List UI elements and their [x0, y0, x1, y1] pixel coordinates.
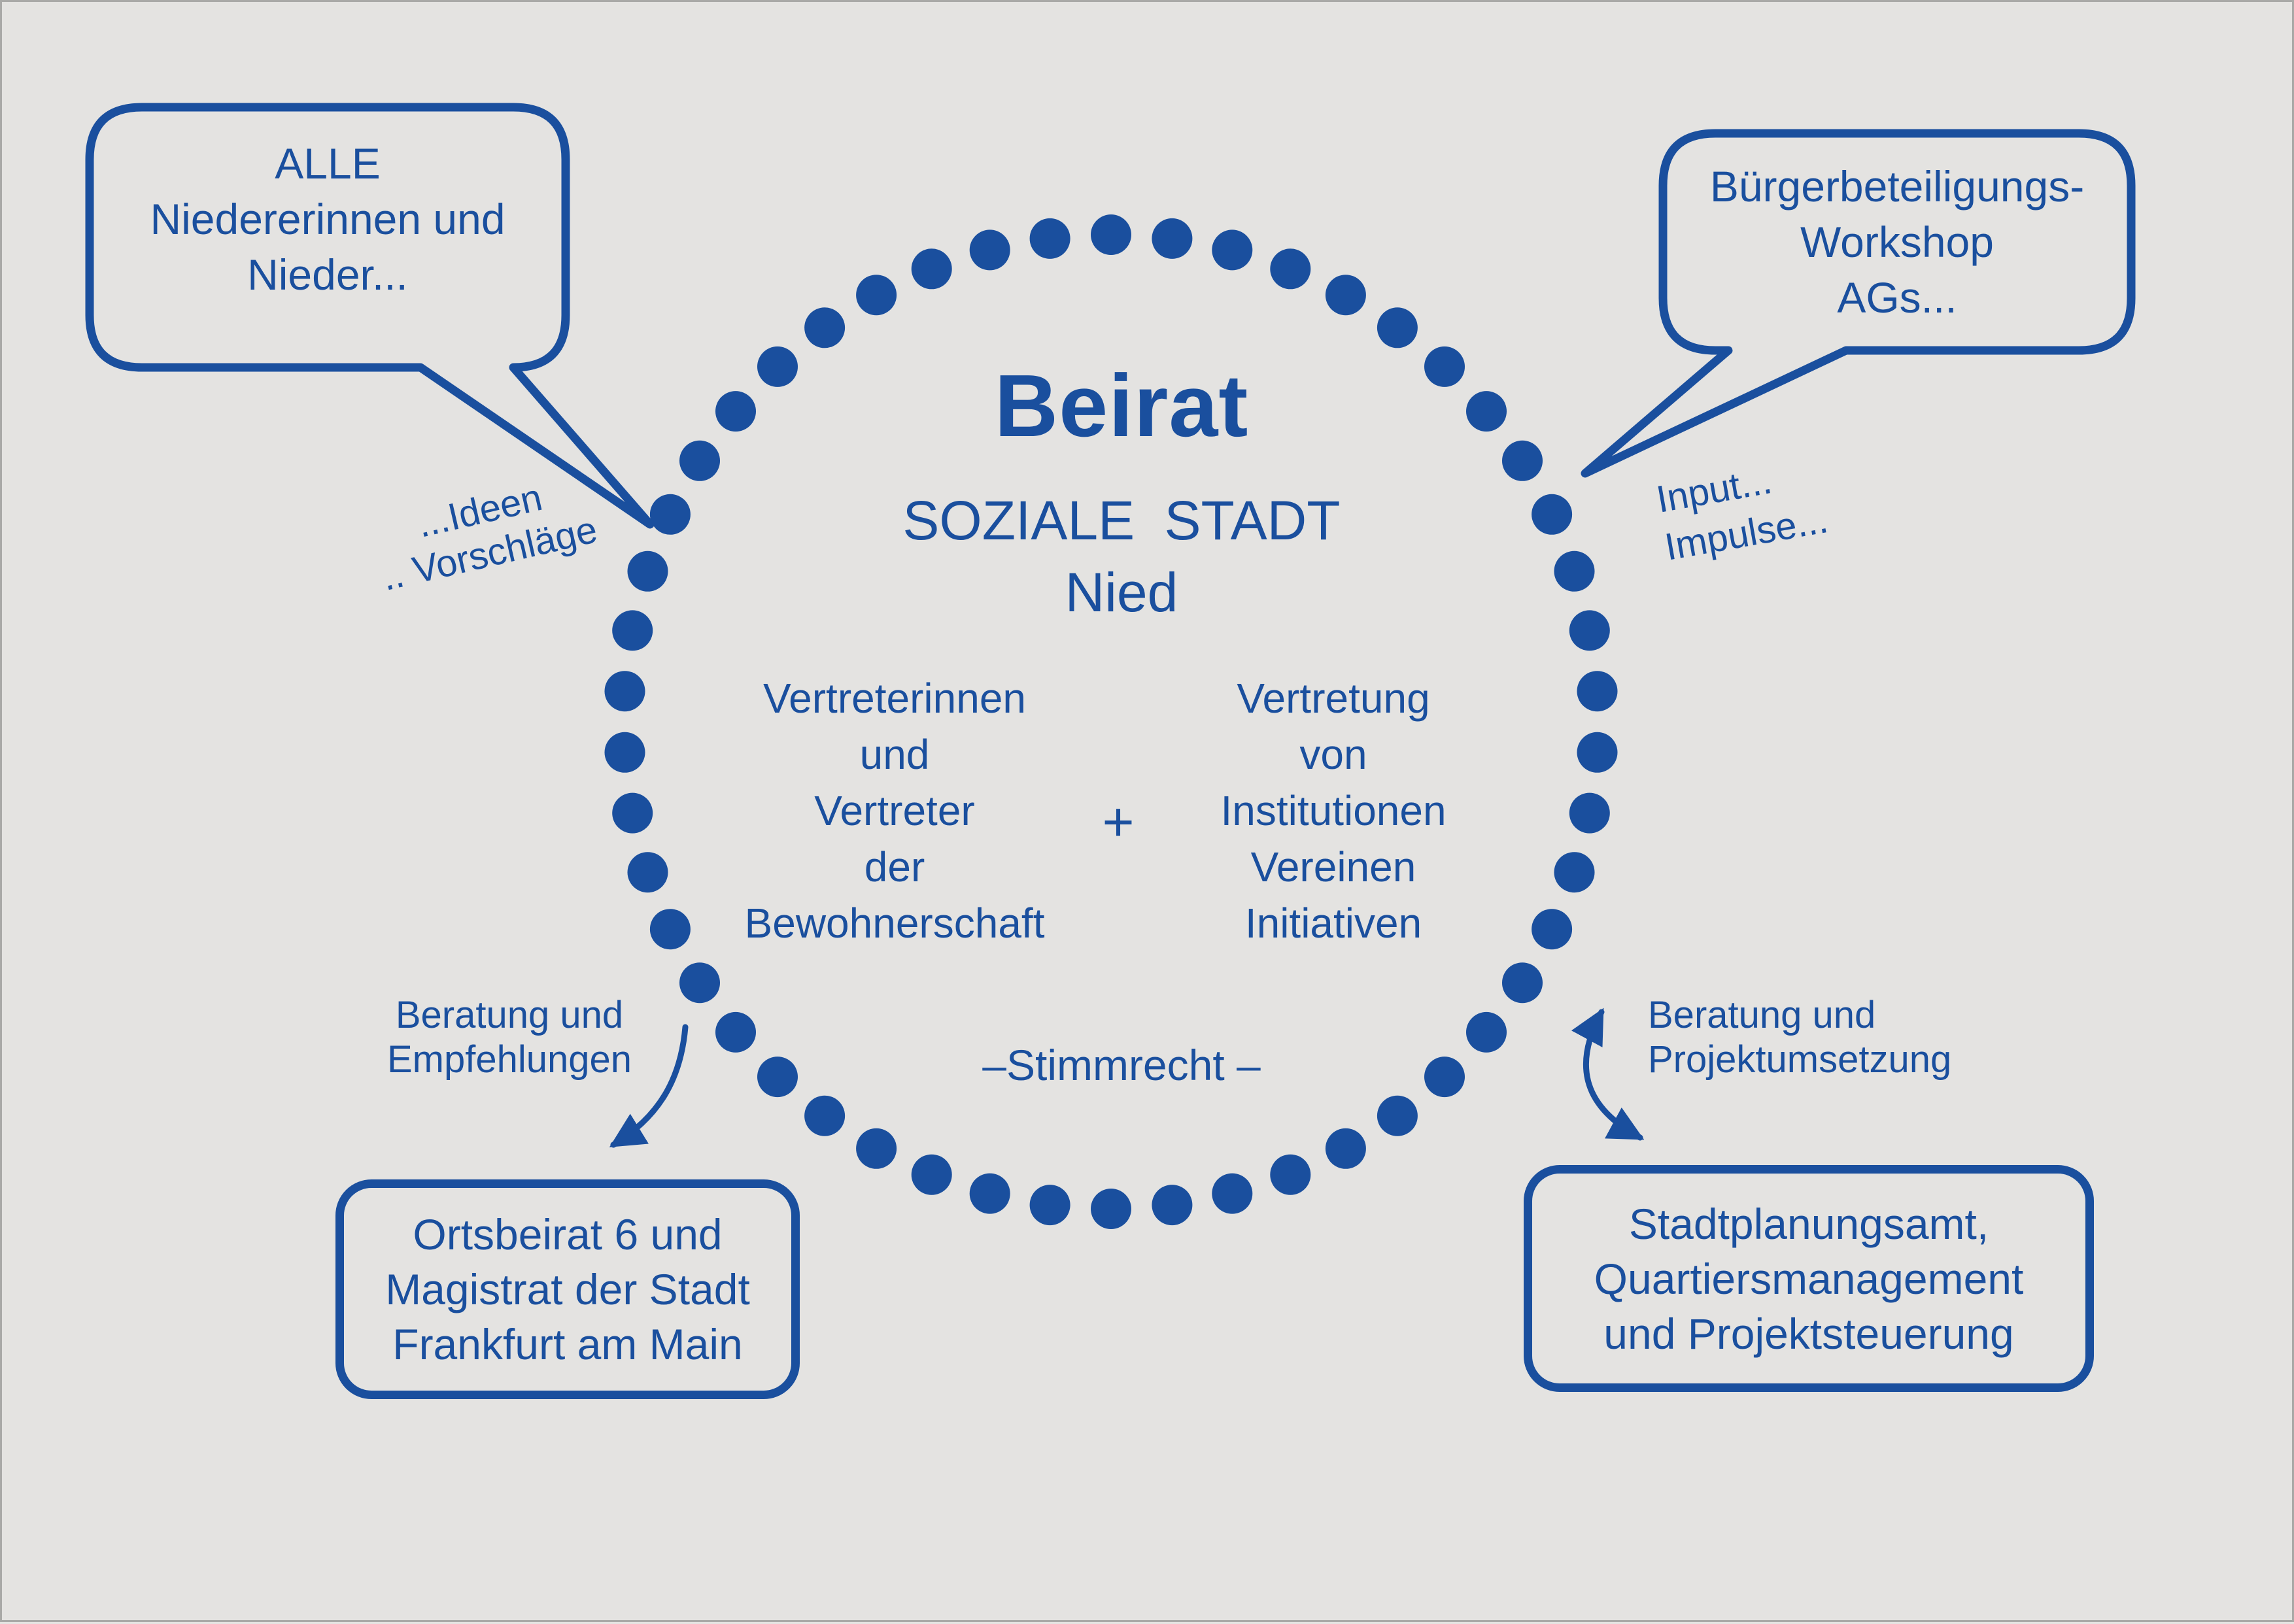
dot — [1532, 909, 1573, 950]
dot — [1029, 218, 1070, 259]
dot — [856, 1128, 897, 1169]
dot — [856, 275, 897, 316]
speech-bubble-top-right-text: Bürgerbeteiligungs- Workshop AGs... — [1710, 159, 2084, 326]
center-title: Beirat — [994, 356, 1249, 455]
dot — [1152, 218, 1193, 259]
text-line: ALLE — [275, 139, 381, 188]
arrow-beratung-projektumsetzung — [1571, 1007, 1645, 1141]
dot — [649, 494, 691, 535]
dot — [1577, 671, 1618, 712]
dot — [1152, 1185, 1193, 1226]
text-line: Projektumsetzung — [1648, 1038, 1952, 1081]
dot — [715, 1011, 756, 1053]
text-line: Bürgerbeteiligungs- — [1709, 161, 2085, 211]
dot — [1569, 792, 1610, 834]
dot — [1554, 550, 1595, 592]
text-line: der — [864, 843, 925, 890]
dot — [627, 852, 668, 893]
dot — [969, 1173, 1010, 1214]
dot — [1029, 1185, 1070, 1226]
dot — [1377, 307, 1418, 348]
dot — [1091, 1189, 1131, 1229]
arrow-beratung-empfehlungen — [609, 1024, 689, 1148]
dot — [1577, 732, 1618, 773]
dot — [757, 1057, 798, 1098]
dot — [1270, 1154, 1311, 1195]
text-line: Empfehlungen — [386, 1038, 632, 1081]
dot — [1091, 214, 1131, 255]
box-ortsbeirat: Ortsbeirat 6 und Magistrat der Stadt Fra… — [335, 1179, 800, 1399]
dot — [804, 1095, 846, 1136]
box-stadtplanungsamt-text: Stadtplanungsamt, Quartiersmanagement un… — [1594, 1196, 2024, 1361]
text-line: Initiativen — [1244, 900, 1422, 947]
dot — [911, 248, 952, 290]
dot — [1569, 610, 1610, 651]
dot — [1377, 1095, 1418, 1136]
right-column: Vertretung von Institutionen Vereinen In… — [1104, 670, 1562, 951]
text-line: Bewohnerschaft — [744, 900, 1045, 947]
text-line: Magistrat der Stadt — [385, 1265, 750, 1313]
dot — [1424, 346, 1465, 387]
text-line: Vereinen — [1250, 843, 1416, 890]
text-line: Stadtplanungsamt, — [1628, 1199, 1989, 1248]
text-line: Beratung und — [1648, 994, 1876, 1036]
dot — [1554, 852, 1595, 893]
speech-bubble-top-left-text: ALLE Niedererinnen und Nieder... — [150, 136, 505, 303]
dot — [1532, 494, 1573, 535]
dot — [679, 440, 720, 481]
annotation-beratung-empfehlungen: Beratung und Empfehlungen — [313, 993, 706, 1082]
text-line: Vertretung — [1237, 675, 1430, 722]
dot — [1212, 1173, 1253, 1214]
dot — [969, 229, 1010, 271]
text-line: Vertreter — [814, 787, 975, 834]
speech-bubble-top-left: ALLE Niedererinnen und Nieder... — [90, 107, 566, 367]
text-line: von — [1299, 731, 1367, 778]
dot — [604, 732, 645, 773]
text-line: Nieder... — [247, 250, 408, 299]
dot — [679, 962, 720, 1004]
text-line: und Projektsteuerung — [1603, 1309, 2014, 1358]
dot — [1212, 229, 1253, 271]
dot — [1502, 440, 1543, 481]
dot — [627, 550, 668, 592]
text-line: Ortsbeirat 6 und — [413, 1210, 723, 1259]
dot — [1424, 1057, 1465, 1098]
dot — [649, 909, 691, 950]
dot — [1325, 275, 1366, 316]
dot — [804, 307, 846, 348]
dot — [715, 391, 756, 432]
text-line: Workshop — [1800, 217, 1994, 266]
stimmrecht-label: –Stimmrecht – — [982, 1041, 1261, 1089]
speech-bubble-top-right-outline — [1581, 129, 2136, 478]
plus-sign: + — [1102, 791, 1135, 853]
box-ortsbeirat-text: Ortsbeirat 6 und Magistrat der Stadt Fra… — [385, 1207, 750, 1372]
speech-bubble-top-right: Bürgerbeteiligungs- Workshop AGs... — [1663, 133, 2131, 350]
text-line: AGs... — [1837, 273, 1957, 322]
text-line: Vertreterinnen — [762, 675, 1027, 722]
dot — [612, 610, 653, 651]
dot — [1270, 248, 1311, 290]
center-subtitle-line2: Nied — [1065, 562, 1178, 623]
text-line: Frankfurt am Main — [392, 1320, 743, 1368]
center-subtitle-line1: SOZIALE STADT — [902, 490, 1341, 551]
text-line: Institutionen — [1220, 787, 1447, 834]
text-line: Beratung und — [395, 994, 624, 1036]
dot-ring — [604, 214, 1618, 1229]
annotation-beratung-projektumsetzung: Beratung und Projektumsetzung — [1648, 993, 2119, 1082]
left-column: Vertreterinnen und Vertreter der Bewohne… — [666, 670, 1123, 951]
dot — [911, 1154, 952, 1195]
box-stadtplanungsamt: Stadtplanungsamt, Quartiersmanagement un… — [1524, 1165, 2094, 1392]
text-line: Niedererinnen und — [150, 195, 505, 243]
dot — [1466, 391, 1507, 432]
text-line: und — [859, 731, 930, 778]
dot — [604, 671, 645, 712]
text-line: Quartiersmanagement — [1594, 1254, 2024, 1303]
dot — [1502, 962, 1543, 1004]
dot — [757, 346, 798, 387]
dot — [1466, 1011, 1507, 1053]
dot — [612, 792, 653, 834]
dot — [1325, 1128, 1366, 1169]
speech-bubble-top-left-outline — [85, 103, 655, 529]
